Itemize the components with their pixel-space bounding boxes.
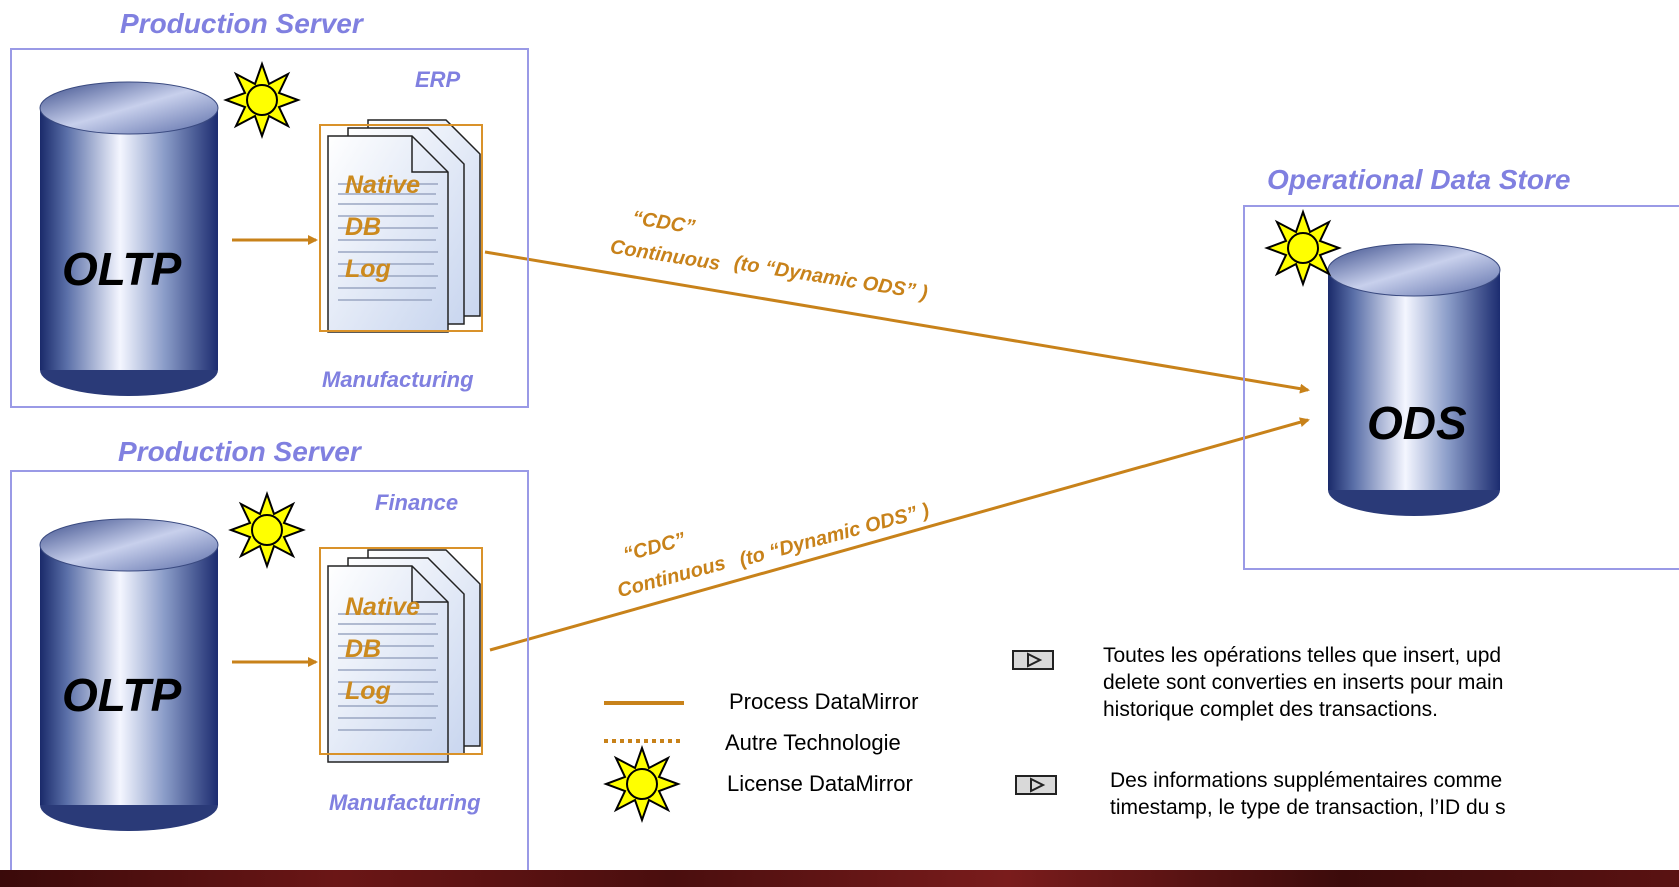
legend-process-label: Process DataMirror: [729, 689, 919, 714]
server1-title: Production Server: [120, 8, 363, 39]
ods-title: Operational Data Store: [1267, 164, 1571, 195]
erp-label: ERP: [415, 67, 461, 92]
note1-line3: historique complet des transactions.: [1103, 698, 1439, 721]
doc-db-2: DB: [345, 635, 382, 663]
production-server-box-2: [10, 470, 529, 887]
oltp-database-icon-2: [39, 518, 219, 831]
oltp-label-2: OLTP: [62, 669, 182, 721]
doc-log-2: Log: [345, 677, 391, 705]
server2-title: Production Server: [118, 436, 361, 467]
bottom-decorative-strip: [0, 870, 1679, 887]
production-server-box-1: [10, 48, 529, 408]
note-bullet-2: [1015, 775, 1057, 795]
play-arrow-icon: [1027, 652, 1043, 668]
note-text-2: Des informations supplémentaires comme t…: [1110, 767, 1506, 821]
cdc-flow-arrow-2: [489, 417, 1310, 652]
doc-log-1: Log: [345, 255, 391, 283]
doc-frame-2: [319, 547, 483, 755]
note2-line1: Des informations supplémentaires comme: [1110, 769, 1503, 792]
note-text-1: Toutes les opérations telles que insert,…: [1103, 642, 1503, 723]
legend-license-label: License DataMirror: [727, 771, 913, 796]
cdc-flow-arrow-1: [484, 250, 1310, 394]
doc-db-1: DB: [345, 213, 382, 241]
oltp-database-icon-1: [39, 81, 219, 396]
doc-native-1: Native: [345, 171, 421, 199]
manufacturing-label-2: Manufacturing: [329, 790, 481, 815]
oltp-label-1: OLTP: [62, 243, 182, 295]
play-arrow-icon: [1030, 777, 1046, 793]
doc-frame-1: [319, 124, 483, 332]
note1-line2: delete sont converties en inserts pour m…: [1103, 671, 1504, 694]
legend-sun-icon: [605, 747, 679, 821]
manufacturing-label-1: Manufacturing: [322, 367, 474, 392]
ods-label: ODS: [1367, 397, 1467, 449]
ods-box: [1243, 205, 1679, 570]
note-bullet-1: [1012, 650, 1054, 670]
doc-text-2: Native DB Log: [345, 586, 420, 712]
note1-line1: Toutes les opérations telles que insert,…: [1103, 644, 1502, 667]
note2-line2: timestamp, le type de transaction, l’ID …: [1110, 796, 1506, 819]
legend-autre-label: Autre Technologie: [725, 730, 901, 755]
doc-native-2: Native: [345, 593, 421, 621]
ods-database-icon: [1327, 243, 1501, 516]
doc-text-1: Native DB Log: [345, 164, 420, 290]
finance-label: Finance: [375, 490, 459, 515]
